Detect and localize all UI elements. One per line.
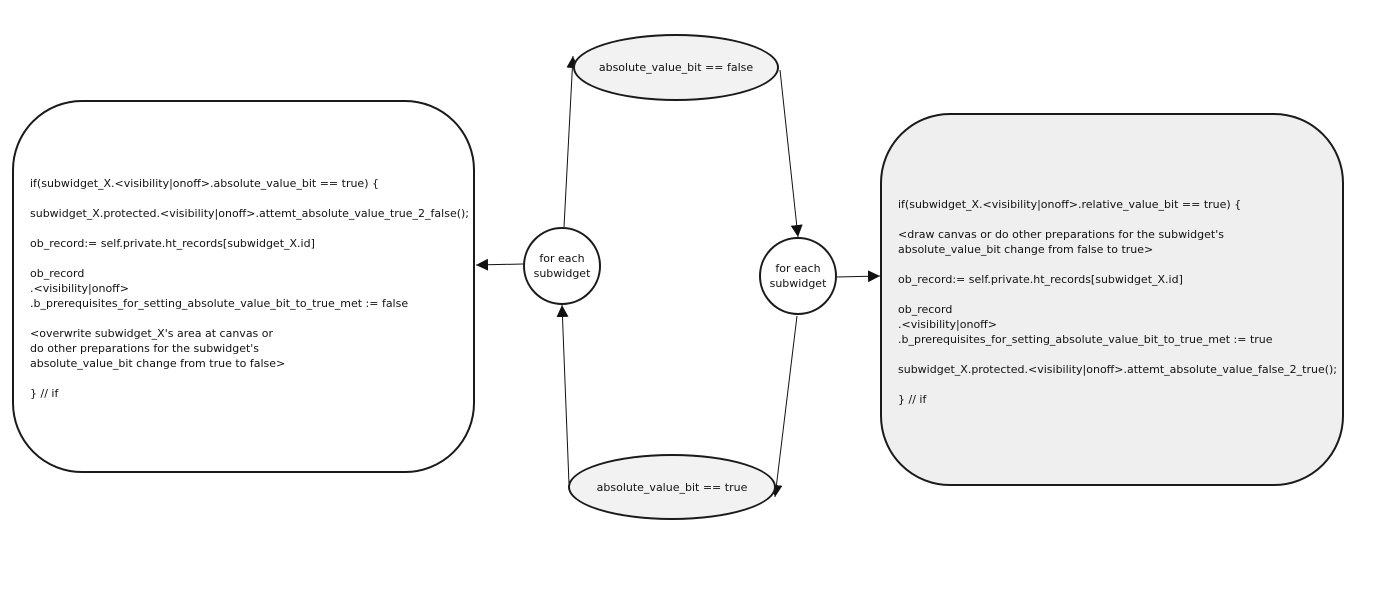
code-line: } // if [898,393,927,406]
code-line [898,377,1337,392]
edge-circle-right-to-right-box [836,270,881,283]
code-line: if(subwidget_X.<visibility|onoff>.relati… [898,198,1242,211]
code-line: if(subwidget_X.<visibility|onoff>.absolu… [30,177,379,190]
code-line: ob_record:= self.private.ht_records[subw… [30,237,315,250]
code-line [30,251,469,266]
circle-right-label: for each subwidget [769,262,827,290]
ellipse-bottom-label: absolute_value_bit == true [596,480,748,494]
code-line [898,257,1337,272]
code-line: absolute_value_bit change from false to … [898,243,1154,256]
code-line [30,191,469,206]
code-line [30,311,469,326]
edge-circle-left-to-ellipse-top [563,55,579,228]
code-line [30,221,469,236]
code-line: .b_prerequisites_for_setting_absolute_va… [898,333,1273,346]
circle-for-each-left: for each subwidget [523,227,601,305]
code-line: ob_record [30,267,85,280]
code-line [898,212,1337,227]
edge-circle-left-to-left-box [475,258,524,271]
code-line [898,287,1337,302]
right-code-box: if(subwidget_X.<visibility|onoff>.relati… [880,113,1344,486]
code-line [30,371,469,386]
ellipse-top-label: absolute_value_bit == false [598,61,754,74]
code-line: do other preparations for the subwidget'… [30,342,260,355]
left-code-lines: if(subwidget_X.<visibility|onoff>.absolu… [30,176,469,401]
code-line: ob_record [898,303,953,316]
edge-ellipse-bottom-to-circle-left [556,304,570,485]
code-line: subwidget_X.protected.<visibility|onoff>… [30,207,470,220]
code-line: <draw canvas or do other preparations fo… [898,228,1224,241]
code-line: .<visibility|onoff> [898,318,997,331]
left-code-box: if(subwidget_X.<visibility|onoff>.absolu… [12,100,475,473]
circle-left-label: for each subwidget [533,252,591,280]
code-line: } // if [30,387,59,400]
code-line: .b_prerequisites_for_setting_absolute_va… [30,297,409,310]
ellipse-absolute-value-true: absolute_value_bit == true [568,454,776,520]
code-line: .<visibility|onoff> [30,282,129,295]
edge-ellipse-top-to-circle-right [779,69,803,238]
edge-circle-right-to-ellipse-bottom [770,315,798,498]
circle-for-each-right: for each subwidget [759,237,837,315]
code-line [898,347,1337,362]
code-line: <overwrite subwidget_X's area at canvas … [30,327,274,340]
code-line: ob_record:= self.private.ht_records[subw… [898,273,1183,286]
right-code-lines: if(subwidget_X.<visibility|onoff>.relati… [898,197,1337,407]
code-line: absolute_value_bit change from true to f… [30,357,286,370]
ellipse-absolute-value-false: absolute_value_bit == false [573,34,779,101]
code-line: subwidget_X.protected.<visibility|onoff>… [898,363,1338,376]
